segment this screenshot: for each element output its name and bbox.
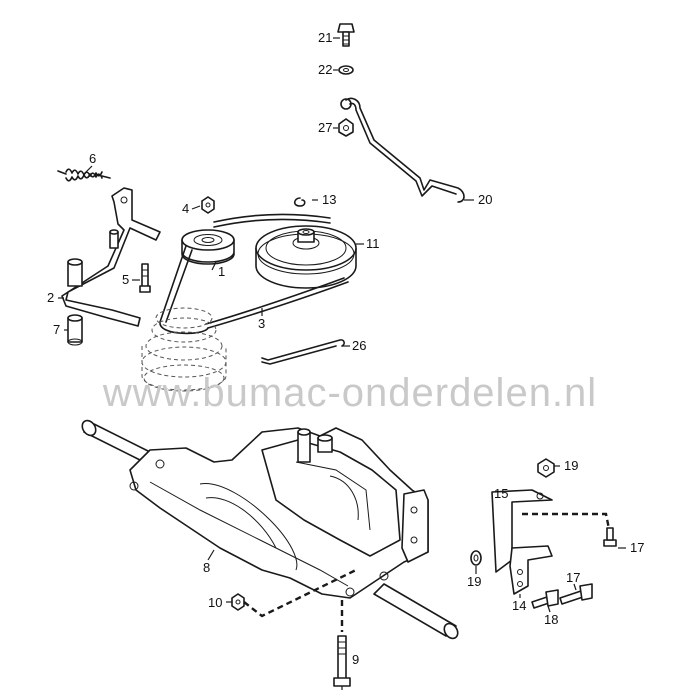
callout-10: 10: [208, 595, 222, 610]
part-17-bolt-right: [603, 527, 617, 547]
callout-19-lower: 19: [467, 574, 481, 589]
part-13-clip: [293, 197, 306, 207]
callout-7: 7: [53, 322, 60, 337]
part-19-nut-upper: [537, 458, 555, 478]
part-7-stud: [67, 258, 83, 346]
callout-15: 15: [494, 486, 508, 501]
callout-17-right: 17: [630, 540, 644, 555]
callout-18: 18: [544, 612, 558, 627]
part-20-control-rod: [340, 97, 465, 203]
transmission-pulley-phantom: [141, 307, 227, 392]
callout-20: 20: [478, 192, 492, 207]
part-4-nut: [201, 196, 215, 214]
dashed-assembly-line-17: [522, 512, 612, 535]
part-27-nut: [338, 118, 354, 137]
part-26-rod: [261, 339, 345, 365]
part-15-bracket: [491, 489, 553, 573]
callout-27: 27: [318, 120, 332, 135]
part-10-nut: [231, 593, 245, 611]
part-11-drive-pulley: [255, 225, 357, 289]
callout-2: 2: [47, 290, 54, 305]
callout-22: 22: [318, 62, 332, 77]
part-17-bolt-lower: [559, 583, 593, 605]
part-9-bolt: [333, 635, 351, 687]
part-19-washer-lower: [470, 550, 482, 566]
callout-11: 11: [366, 236, 380, 251]
callout-5: 5: [122, 272, 129, 287]
callout-14: 14: [512, 598, 526, 613]
dashed-assembly-line-10: [243, 568, 357, 618]
watermark-text: www.bumac-onderdelen.nl: [102, 371, 597, 415]
leader-lines: [58, 37, 626, 690]
part-2-idler-bracket: [61, 187, 161, 327]
callout-4: 4: [182, 201, 189, 216]
callout-6: 6: [89, 151, 96, 166]
part-6-spring: [57, 168, 111, 182]
part-3-v-belt: [159, 213, 349, 335]
part-14-bracket: [509, 545, 553, 595]
part-21-bolt: [337, 23, 355, 47]
part-1-idler-pulley: [181, 229, 235, 265]
callout-3: 3: [258, 316, 265, 331]
callout-19-upper: 19: [564, 458, 578, 473]
callout-21: 21: [318, 30, 332, 45]
callout-26: 26: [352, 338, 366, 353]
part-8-transaxle: [81, 419, 459, 640]
callout-8: 8: [203, 560, 210, 575]
part-22-washer: [338, 65, 354, 75]
part-18-bolt: [531, 589, 559, 609]
callout-1: 1: [218, 264, 225, 279]
callout-17-lower: 17: [566, 570, 580, 585]
part-5-bolt: [139, 263, 151, 293]
callout-13: 13: [322, 192, 336, 207]
callout-labels: 21 22 27 20 6 4 13 11 1 5 2 3 7 26 19 15…: [47, 30, 644, 667]
callout-9: 9: [352, 652, 359, 667]
